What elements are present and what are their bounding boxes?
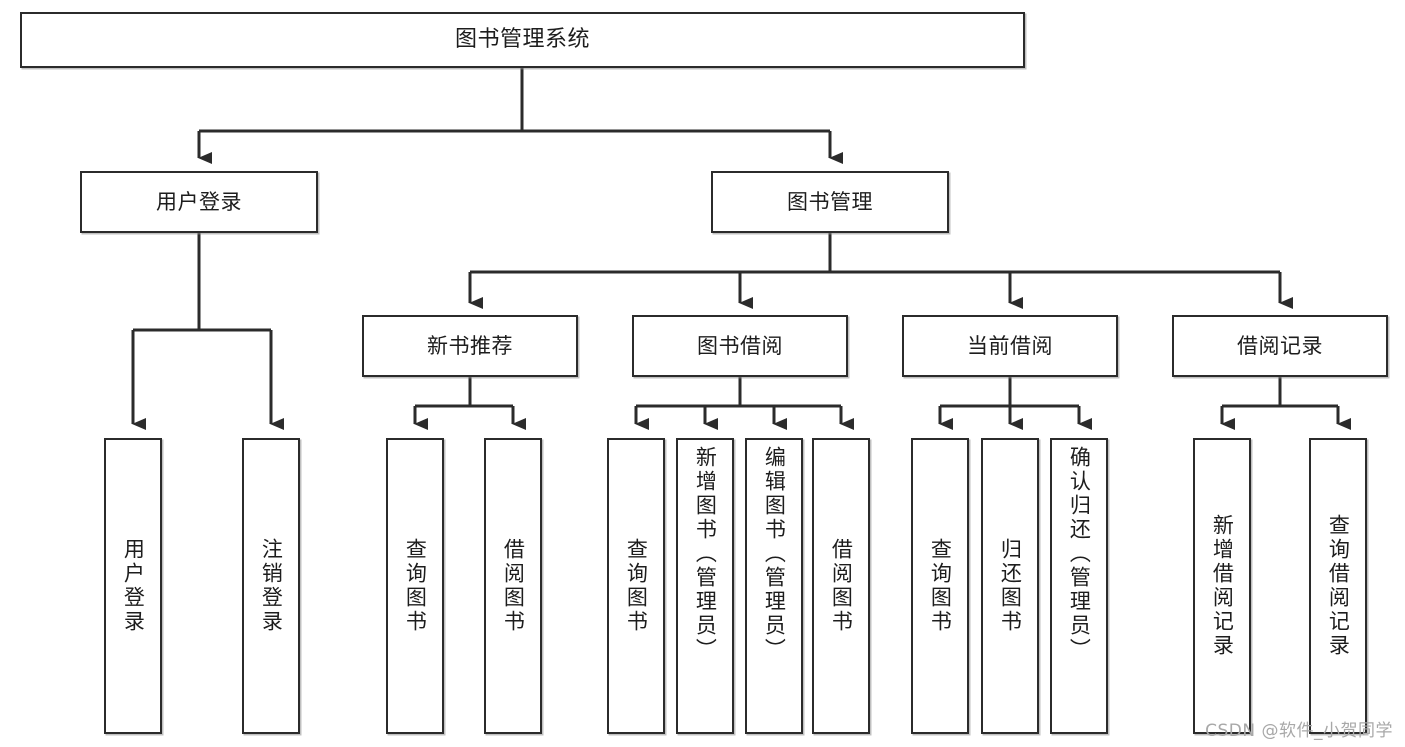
leaf-borrow-book-label: 借阅图书 [829, 538, 854, 634]
node-current-borrow-label: 当前借阅 [967, 333, 1053, 358]
node-user-login[interactable]: 用户登录 [80, 171, 318, 233]
node-borrow-record-label: 借阅记录 [1237, 333, 1323, 358]
leaf-add-book-admin-label: 新增图书（管理员） [693, 446, 718, 662]
leaf-borrow-book-recommend-label: 借阅图书 [501, 538, 526, 634]
leaf-edit-book-admin-label: 编辑图书（管理员） [762, 446, 787, 662]
node-current-borrow[interactable]: 当前借阅 [902, 315, 1118, 377]
leaf-user-logout-label: 注销登录 [259, 538, 284, 634]
leaf-borrow-book-recommend[interactable]: 借阅图书 [484, 438, 542, 734]
leaf-query-book-borrow-label: 查询图书 [624, 538, 649, 634]
leaf-query-borrow-record-label: 查询借阅记录 [1326, 514, 1351, 658]
node-root[interactable]: 图书管理系统 [20, 12, 1025, 68]
leaf-user-login[interactable]: 用户登录 [104, 438, 162, 734]
node-root-label: 图书管理系统 [454, 27, 590, 53]
node-book-management-label: 图书管理 [787, 189, 873, 214]
leaf-query-book-recommend[interactable]: 查询图书 [386, 438, 444, 734]
leaf-query-book-borrow[interactable]: 查询图书 [607, 438, 665, 734]
leaf-return-book-label: 归还图书 [998, 538, 1023, 634]
leaf-add-borrow-record[interactable]: 新增借阅记录 [1193, 438, 1251, 734]
leaf-query-borrow-record[interactable]: 查询借阅记录 [1309, 438, 1367, 734]
node-new-book-recommendation-label: 新书推荐 [427, 333, 513, 358]
leaf-user-logout[interactable]: 注销登录 [242, 438, 300, 734]
leaf-query-book-current[interactable]: 查询图书 [911, 438, 969, 734]
node-new-book-recommendation[interactable]: 新书推荐 [362, 315, 578, 377]
leaf-add-borrow-record-label: 新增借阅记录 [1210, 514, 1235, 658]
node-user-login-label: 用户登录 [156, 189, 242, 214]
leaf-edit-book-admin[interactable]: 编辑图书（管理员） [745, 438, 803, 734]
leaf-user-login-label: 用户登录 [121, 538, 146, 634]
leaf-add-book-admin[interactable]: 新增图书（管理员） [676, 438, 734, 734]
leaf-query-book-recommend-label: 查询图书 [403, 538, 428, 634]
leaf-return-book[interactable]: 归还图书 [981, 438, 1039, 734]
leaf-confirm-return-admin-label: 确认归还（管理员） [1067, 446, 1092, 662]
watermark: CSDN @软件_小贺同学 [1205, 721, 1393, 741]
leaf-borrow-book[interactable]: 借阅图书 [812, 438, 870, 734]
node-book-borrow-label: 图书借阅 [697, 333, 783, 358]
node-book-management[interactable]: 图书管理 [711, 171, 949, 233]
node-book-borrow[interactable]: 图书借阅 [632, 315, 848, 377]
node-borrow-record[interactable]: 借阅记录 [1172, 315, 1388, 377]
leaf-query-book-current-label: 查询图书 [928, 538, 953, 634]
leaf-confirm-return-admin[interactable]: 确认归还（管理员） [1050, 438, 1108, 734]
